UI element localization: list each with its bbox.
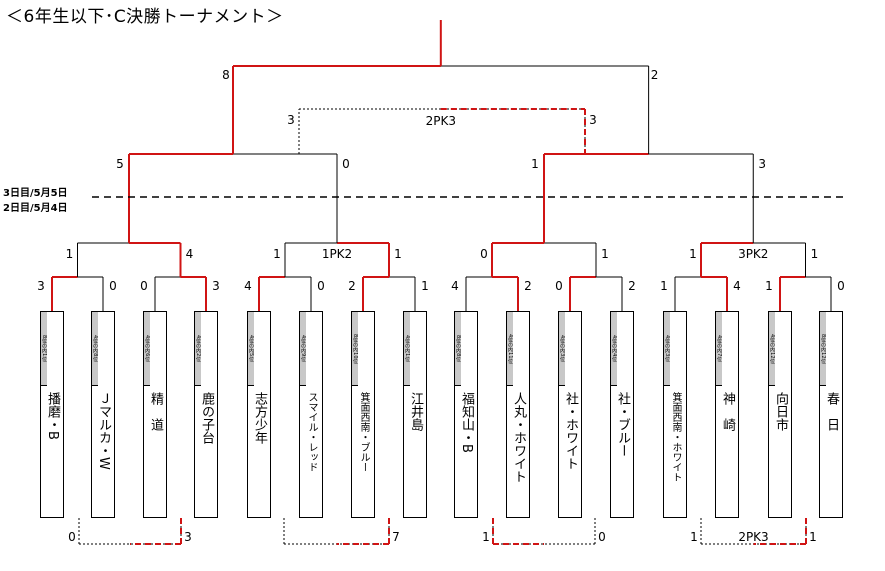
team-seed: 4位の内11位 xyxy=(507,312,513,386)
final-score: 8 xyxy=(222,68,230,82)
r1-score: 2 xyxy=(524,279,532,293)
team-name: 春 日 xyxy=(824,392,839,431)
bottom-score: 1 xyxy=(482,530,490,544)
bottom-score: 1 xyxy=(809,530,817,544)
r1-score: 1 xyxy=(765,279,773,293)
r3-score: 0 xyxy=(342,157,350,171)
team-card: 8位の内1位播磨・B xyxy=(40,311,64,518)
team-name: 神 崎 xyxy=(720,392,735,431)
team-seed: 8位の内10位 xyxy=(352,312,358,386)
r2-score: 1 xyxy=(66,247,74,261)
r1-score: 3 xyxy=(37,279,45,293)
day-label-3: 3日目/5月5日 xyxy=(3,188,68,199)
bottom-score: 0 xyxy=(598,530,606,544)
team-card: 4位の内12位向日市 xyxy=(768,311,792,518)
team-name: 江井島 xyxy=(408,392,423,431)
team-seed: 8位の内12位 xyxy=(820,312,826,386)
team-card: 4位の内1位江井島 xyxy=(403,311,427,518)
team-card: 8位の内10位箕面西南・ブルー xyxy=(351,311,375,518)
team-name: 福知山・B xyxy=(459,392,474,453)
third-place-score: 3 xyxy=(589,113,597,127)
r1-score: 4 xyxy=(451,279,459,293)
r2-score: 0 xyxy=(480,247,488,261)
team-seed: 4位の内5位 xyxy=(248,312,254,386)
team-name: 志方少年 xyxy=(252,392,267,444)
team-card: 4位の内8位 Ｊマルカ・W xyxy=(91,311,115,518)
day-label-2: 2日目/5月4日 xyxy=(3,203,68,214)
team-name: Ｊマルカ・W xyxy=(96,392,111,470)
team-card: 4位の内11位人丸・ホワイト xyxy=(506,311,530,518)
team-card: 4位の内9位スマイル・レッド xyxy=(299,311,323,518)
bottom-score: 1 xyxy=(690,530,698,544)
r1-score: 4 xyxy=(244,279,252,293)
r1-score: 0 xyxy=(837,279,845,293)
r1-score: 2 xyxy=(628,279,636,293)
team-card: 4位の内2位鹿の子台 xyxy=(194,311,218,518)
final-score: 2 xyxy=(651,68,659,82)
r3-score: 3 xyxy=(758,157,766,171)
bottom-score: 7 xyxy=(392,530,400,544)
third-place-score: 3 xyxy=(287,113,295,127)
r2-score: 1 xyxy=(273,247,281,261)
team-seed: 4位の内8位 xyxy=(92,312,98,386)
team-name: 人丸・ホワイト xyxy=(511,392,526,483)
team-card: 4位の内3位箕面西南・ホワイト xyxy=(663,311,687,518)
team-name: 精 道 xyxy=(148,392,163,431)
team-name: 播磨・B xyxy=(45,392,60,440)
bottom-pk-score: 2PK3 xyxy=(738,530,768,544)
team-seed: 4位の内2位 xyxy=(195,312,201,386)
r1-score: 3 xyxy=(212,279,220,293)
r1-score: 1 xyxy=(421,279,429,293)
r1-score: 0 xyxy=(317,279,325,293)
bottom-score: 0 xyxy=(68,530,76,544)
team-name: 社・ブルー xyxy=(615,392,630,457)
team-card: 8位の内8位福知山・B xyxy=(454,311,478,518)
team-seed: 4位の内3位 xyxy=(559,312,565,386)
team-card: 4位の内4位社・ブルー xyxy=(610,311,634,518)
r2-score: 1 xyxy=(394,247,402,261)
r2-score: 1 xyxy=(689,247,697,261)
team-seed: 4位の内1位 xyxy=(404,312,410,386)
bottom-score: 3 xyxy=(184,530,192,544)
r1-score: 0 xyxy=(555,279,563,293)
team-card: 4位の内3位社・ホワイト xyxy=(558,311,582,518)
team-card: 8位の内12位春 日 xyxy=(819,311,843,518)
page-title: ＜6年生以下･C決勝トーナメント＞ xyxy=(6,7,284,27)
team-seed: 4位の内12位 xyxy=(769,312,775,386)
r1-score: 2 xyxy=(348,279,356,293)
team-name: スマイル・レッド xyxy=(306,392,317,472)
r1-score: 0 xyxy=(140,279,148,293)
team-seed: 8位の内8位 xyxy=(455,312,461,386)
team-name: 箕面西南・ホワイト xyxy=(670,392,681,482)
team-seed: 4位の内4位 xyxy=(611,312,617,386)
team-name: 社・ホワイト xyxy=(563,392,578,470)
team-seed: 8位の内1位 xyxy=(41,312,47,386)
team-card: 4位の内5位志方少年 xyxy=(247,311,271,518)
third-place-pk-score: 2PK3 xyxy=(426,114,456,128)
team-seed: 4位の内3位 xyxy=(664,312,670,386)
r2-score: 1 xyxy=(811,247,819,261)
r3-score: 5 xyxy=(116,157,124,171)
team-seed: 4位の内7位 xyxy=(716,312,722,386)
r2-score: 1 xyxy=(601,247,609,261)
r1-score: 4 xyxy=(733,279,741,293)
r1-score: 0 xyxy=(109,279,117,293)
team-name: 鹿の子台 xyxy=(199,392,214,444)
team-card: 4位の内7位神 崎 xyxy=(715,311,739,518)
r2-score: 4 xyxy=(186,247,194,261)
team-name: 向日市 xyxy=(773,392,788,431)
r2-pk-score: 1PK2 xyxy=(322,247,352,261)
team-name: 箕面西南・ブルー xyxy=(358,392,369,472)
r2-pk-score: 3PK2 xyxy=(738,247,768,261)
team-seed: 4位の内9位 xyxy=(300,312,306,386)
team-card: 4位の内6位精 道 xyxy=(143,311,167,518)
r3-score: 1 xyxy=(531,157,539,171)
r1-score: 1 xyxy=(660,279,668,293)
team-seed: 4位の内6位 xyxy=(144,312,150,386)
